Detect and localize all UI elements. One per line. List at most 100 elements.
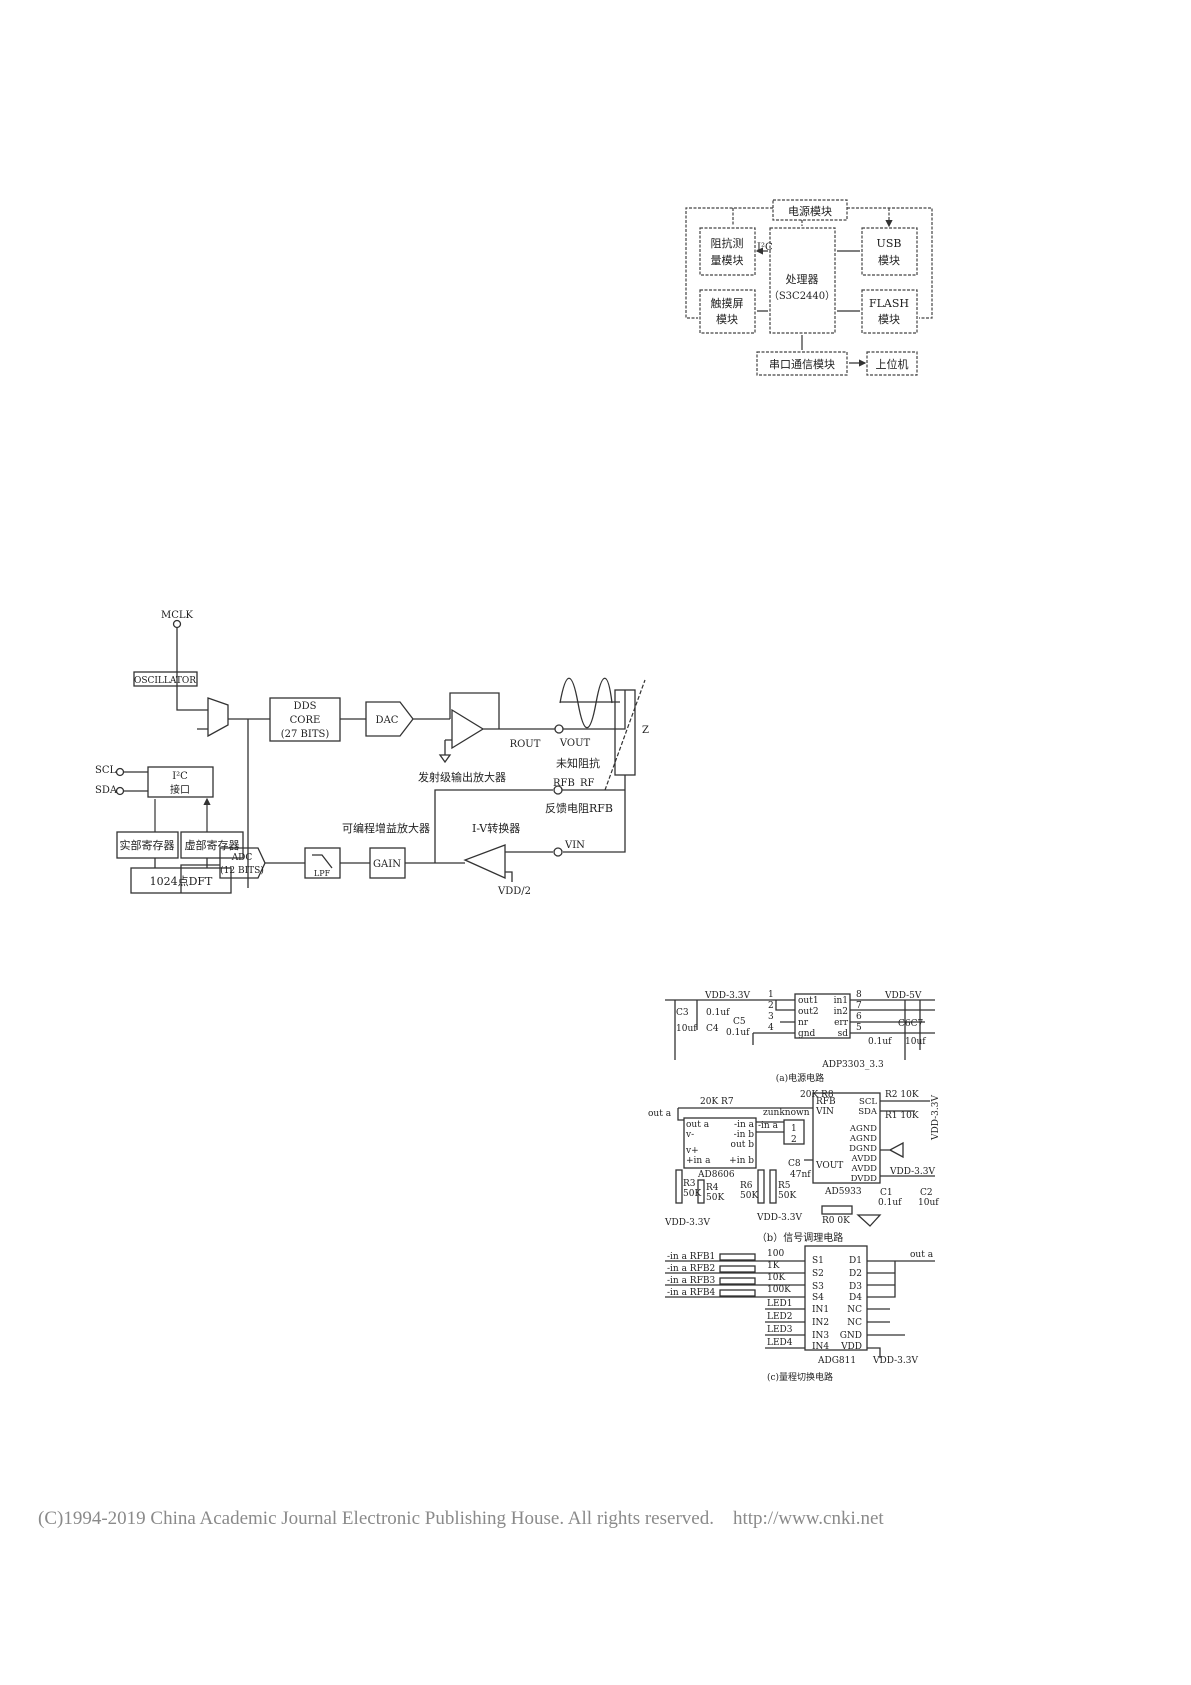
feedback-label: 反馈电阻RFB bbox=[545, 802, 613, 815]
pin-label: sd bbox=[838, 1029, 849, 1039]
pin-label: out a bbox=[686, 1120, 710, 1130]
scl-label: SCL bbox=[95, 765, 117, 776]
unknown-z-label: 未知阻抗 bbox=[556, 756, 600, 770]
flash-module-box bbox=[861, 289, 918, 334]
resistor-value: 100K bbox=[767, 1285, 791, 1295]
c3-label: C3 bbox=[676, 1008, 689, 1018]
pin-label: VIN bbox=[815, 1107, 834, 1117]
pin-label: IN1 bbox=[812, 1305, 829, 1315]
r0-label: R0 0K bbox=[822, 1216, 850, 1226]
mclk-label: MCLK bbox=[161, 610, 194, 621]
r5-label: R5 bbox=[778, 1181, 791, 1191]
pga-label: 可编程增益放大器 bbox=[342, 821, 430, 835]
num-1: 1 bbox=[791, 1124, 797, 1134]
pin-label: +in b bbox=[729, 1156, 754, 1166]
r6-value: 50K bbox=[740, 1191, 758, 1201]
touch-label-2: 模块 bbox=[716, 313, 738, 326]
impedance-label-1: 阻抗测 bbox=[711, 236, 744, 250]
c8-label: C8 bbox=[788, 1159, 801, 1169]
flash-label-1: FLASH bbox=[869, 297, 909, 310]
pin-number: 2 bbox=[768, 1001, 774, 1011]
z-label: Z bbox=[642, 725, 649, 736]
c2-value: 10uf bbox=[918, 1198, 939, 1208]
vin-label: VIN bbox=[564, 840, 585, 851]
vdd5-label: VDD-5V bbox=[884, 991, 922, 1001]
pin-label: IN2 bbox=[812, 1318, 829, 1328]
vdd33-label: VDD-3.3V bbox=[704, 991, 750, 1001]
pin-number: 4 bbox=[768, 1023, 774, 1033]
touch-label-1: 触摸屏 bbox=[711, 296, 744, 310]
r8-label: 20K R8 bbox=[800, 1090, 834, 1100]
c8-value: 47nf bbox=[790, 1170, 811, 1180]
gain-label: GAIN bbox=[373, 859, 401, 870]
dds-label: DDS bbox=[294, 701, 317, 712]
rfb-label: RFB bbox=[553, 778, 575, 789]
vdd-label: VDD-3.3V bbox=[664, 1218, 710, 1228]
vout-label: VOUT bbox=[559, 738, 591, 749]
c4-label: C4 bbox=[706, 1024, 719, 1034]
c4-value: 0.1uf bbox=[706, 1008, 730, 1018]
pin-label: S1 bbox=[812, 1256, 824, 1266]
input-label: -in a RFB1 bbox=[667, 1252, 715, 1262]
system-block-diagram: 电源模块 阻抗测 量模块 I²C 处理器 （S3C2440） USB 模块 触摸… bbox=[685, 199, 933, 376]
out-a-label: out a bbox=[648, 1109, 672, 1119]
rout-label: ROUT bbox=[510, 739, 541, 750]
pin-label: S3 bbox=[812, 1282, 824, 1292]
vdd-label: VDD-3.3V bbox=[872, 1356, 918, 1366]
processor-model: （S3C2440） bbox=[769, 290, 835, 302]
impedance-module-box bbox=[699, 227, 756, 276]
pin-number: 1 bbox=[768, 990, 774, 1000]
c5-label: C5 bbox=[733, 1017, 746, 1027]
pin-label: SDA bbox=[858, 1107, 878, 1117]
c6-value: 0.1uf bbox=[868, 1037, 892, 1047]
pin-label: S4 bbox=[812, 1293, 824, 1303]
vdd-label: VDD-3.3V bbox=[756, 1213, 802, 1223]
usb-module-box bbox=[861, 227, 918, 276]
dds-bits-label: (27 BITS) bbox=[281, 729, 330, 740]
pin-label: AVDD bbox=[851, 1164, 878, 1174]
sda-label: SDA bbox=[95, 785, 118, 796]
led-label: LED4 bbox=[767, 1338, 793, 1348]
c5-value: 0.1uf bbox=[726, 1028, 750, 1038]
pin-label: AGND bbox=[849, 1134, 877, 1144]
pin-label: GND bbox=[840, 1331, 862, 1341]
flash-label-2: 模块 bbox=[878, 313, 900, 326]
copyright-footer: (C)1994-2019 China Academic Journal Elec… bbox=[38, 1508, 884, 1529]
pin-label: out2 bbox=[798, 1007, 819, 1017]
processor-label: 处理器 bbox=[786, 273, 819, 286]
impedance-label-2: 量模块 bbox=[711, 254, 744, 267]
caption-a: (a)电源电路 bbox=[776, 1072, 824, 1084]
ad5933-label: AD5933 bbox=[824, 1187, 862, 1197]
power-module-box bbox=[772, 199, 848, 221]
led-label: LED1 bbox=[767, 1299, 793, 1309]
pin-label: DGND bbox=[849, 1144, 877, 1154]
usb-label-1: USB bbox=[877, 237, 902, 250]
tx-amp-label: 发射级输出放大器 bbox=[418, 770, 506, 784]
ad5933-block-diagram: MCLK OSCILLATOR DDS CORE (27 BITS) DAC R… bbox=[95, 610, 649, 897]
resistor-value: 1K bbox=[767, 1261, 780, 1271]
caption-b: （b）信号调理电路 bbox=[757, 1231, 843, 1244]
pin-number: 7 bbox=[856, 1001, 862, 1011]
r4-label: R4 bbox=[706, 1183, 719, 1193]
pin-label: v- bbox=[685, 1130, 694, 1140]
pin-label: VDD bbox=[840, 1342, 862, 1352]
led-label: LED3 bbox=[767, 1325, 793, 1335]
pin-label: NC bbox=[847, 1305, 862, 1315]
pin-label: v+ bbox=[685, 1146, 699, 1156]
pin-label: -in b bbox=[734, 1130, 755, 1140]
i2c-interface-label: I²C bbox=[172, 771, 188, 782]
pin-label: S2 bbox=[812, 1269, 824, 1279]
pin-label: VOUT bbox=[815, 1161, 843, 1171]
pin-label: out b bbox=[731, 1140, 755, 1150]
pin-label: D2 bbox=[849, 1269, 862, 1279]
pin-label: D1 bbox=[849, 1256, 862, 1266]
r3-label: R3 bbox=[683, 1179, 696, 1189]
i2c-interface-label-2: 接口 bbox=[170, 783, 190, 796]
rf-label: RF bbox=[580, 778, 595, 789]
host-label: 上位机 bbox=[876, 357, 909, 371]
ad8606-label: AD8606 bbox=[697, 1170, 735, 1180]
r3-value: 50K bbox=[683, 1189, 701, 1199]
